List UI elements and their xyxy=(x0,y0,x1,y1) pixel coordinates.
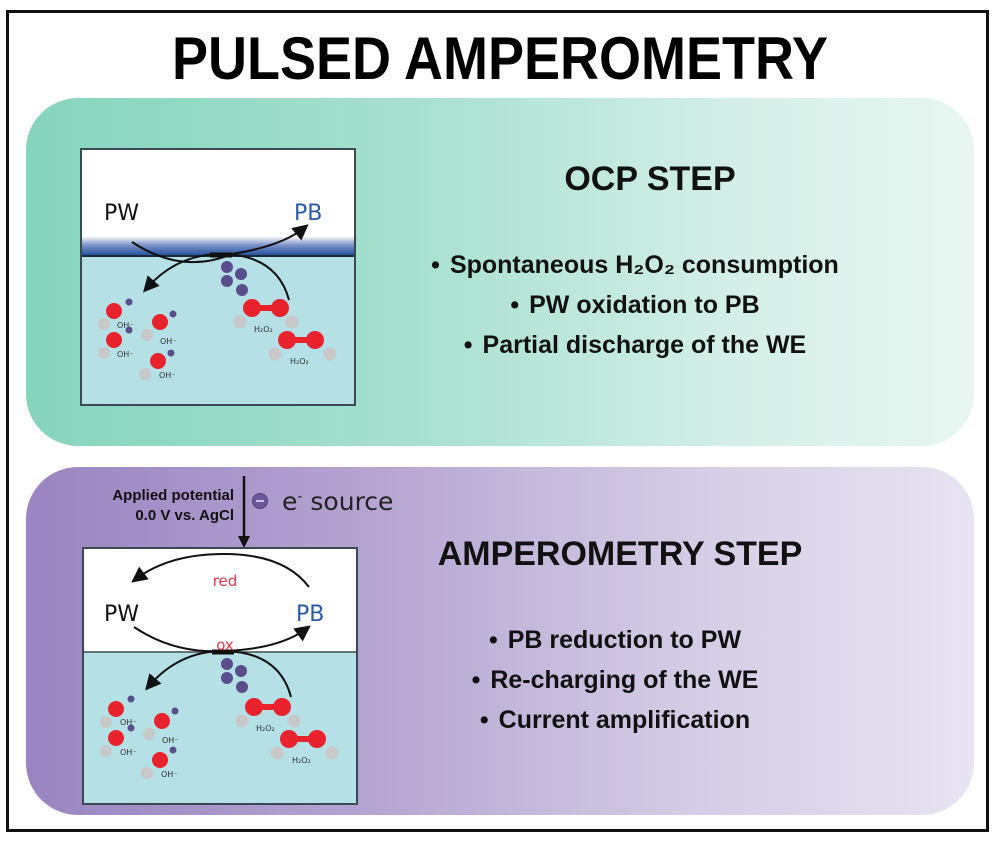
electron-icon xyxy=(236,284,248,296)
electron-icon xyxy=(252,493,268,509)
hydroxide-molecules: OH⁻ OH⁻ OH⁻ OH⁻ xyxy=(100,695,179,779)
svg-text:H₂O₂: H₂O₂ xyxy=(290,357,309,366)
peroxide-molecules: H₂O₂ H₂O₂ xyxy=(235,698,339,765)
hydroxide-molecule-icon: OH⁻ xyxy=(98,326,134,359)
svg-text:OH⁻: OH⁻ xyxy=(160,337,177,346)
hydroxide-molecule-icon: OH⁻ xyxy=(141,746,178,779)
applied-potential-value: 0.0 V vs. AgCl xyxy=(135,507,234,524)
bullet-text: PW oxidation to PB xyxy=(529,291,760,319)
pb-label: PB xyxy=(294,201,322,226)
bullet-text: Partial discharge of the WE xyxy=(482,331,807,359)
ocp-bullet-list: • Spontaneous H₂O₂ consumption • PW oxidat… xyxy=(370,245,900,365)
solution-region xyxy=(82,256,354,404)
ox-label: ox xyxy=(216,636,234,654)
electron-symbol: e xyxy=(282,486,298,516)
svg-text:OH⁻: OH⁻ xyxy=(162,736,179,745)
hydroxide-molecule-icon: OH⁻ xyxy=(100,695,137,728)
pw-label: PW xyxy=(104,201,139,226)
electron-cluster xyxy=(221,658,248,693)
svg-text:OH⁻: OH⁻ xyxy=(161,770,178,779)
bullet-dot: • xyxy=(471,666,481,694)
pb-to-pw-reduction-arrow xyxy=(131,552,310,588)
bullet-text: Spontaneous H₂O₂ consumption xyxy=(449,251,839,279)
electron-icon xyxy=(221,672,233,684)
svg-text:OH⁻: OH⁻ xyxy=(159,371,176,380)
svg-text:OH⁻: OH⁻ xyxy=(117,321,134,330)
peroxide-molecules: H₂O₂ H₂O₂ xyxy=(233,299,337,366)
svg-text:OH⁻: OH⁻ xyxy=(117,350,134,359)
hydroxide-molecule-icon: OH⁻ xyxy=(139,349,176,380)
hydroxide-molecule-icon: OH⁻ xyxy=(100,724,137,757)
h2o2-reduction-arrow xyxy=(143,252,290,301)
ocp-bullet-item: • Partial discharge of the WE xyxy=(370,325,900,365)
bullet-dot: • xyxy=(463,331,473,359)
red-label: red xyxy=(213,572,238,590)
electron-charge: - xyxy=(297,489,303,505)
figure-title: PULSED AMPEROMETRY xyxy=(171,25,829,93)
electron-source-text: source xyxy=(310,486,394,516)
pb-label: PB xyxy=(296,602,324,627)
hydroxide-molecule-icon: OH⁻ xyxy=(98,298,134,330)
h2o2-molecule-icon: H₂O₂ xyxy=(268,331,337,366)
svg-text:H₂O₂: H₂O₂ xyxy=(256,724,275,733)
electron-icon xyxy=(221,261,233,273)
applied-potential-arrow-icon xyxy=(238,476,250,548)
electron-cluster xyxy=(221,261,248,296)
prussian-blue-layer xyxy=(82,236,354,256)
amperometry-bullet-item: • Re-charging of the WE xyxy=(400,660,830,700)
h2o2-molecule-icon: H₂O₂ xyxy=(235,698,301,733)
amp-scheme-svg: red ox PW PB OH⁻ OH⁻ OH⁻ OH⁻ xyxy=(84,549,356,803)
bullet-dot: • xyxy=(479,706,489,734)
svg-text:OH⁻: OH⁻ xyxy=(120,748,137,757)
solution-region xyxy=(84,652,356,803)
ocp-step-title: OCP STEP xyxy=(564,160,736,198)
svg-text:H₂O₂: H₂O₂ xyxy=(254,325,273,334)
bullet-dot: • xyxy=(488,626,498,654)
amperometry-bullet-item: • PB reduction to PW xyxy=(400,620,830,660)
electron-source-legend: e- source xyxy=(252,486,393,516)
hydroxide-molecule-icon: OH⁻ xyxy=(141,310,177,346)
ocp-electrode-scheme: PW PB OH⁻ OH⁻ OH⁻ OH⁻ xyxy=(80,148,356,406)
ocp-scheme-svg: PW PB OH⁻ OH⁻ OH⁻ OH⁻ xyxy=(82,150,354,404)
h2o2-molecule-icon: H₂O₂ xyxy=(233,299,299,334)
electron-icon xyxy=(236,681,248,693)
electron-icon xyxy=(221,658,233,670)
electron-icon xyxy=(221,275,233,287)
bullet-text: Re-charging of the WE xyxy=(490,666,759,694)
ocp-bullet-item: • Spontaneous H₂O₂ consumption xyxy=(370,245,900,285)
hydroxide-molecule-icon: OH⁻ xyxy=(143,707,179,745)
bullet-text: Current amplification xyxy=(498,706,751,734)
ocp-bullet-item: • PW oxidation to PB xyxy=(370,285,900,325)
h2o2-molecule-icon: H₂O₂ xyxy=(270,730,339,765)
applied-potential-label: Applied potential 0.0 V vs. AgCl xyxy=(36,486,234,526)
svg-text:OH⁻: OH⁻ xyxy=(120,718,137,727)
amperometry-step-title: AMPEROMETRY STEP xyxy=(437,535,803,573)
bullet-text: PB reduction to PW xyxy=(507,626,742,654)
h2o2-reduction-arrow xyxy=(145,649,292,698)
electron-icon xyxy=(235,665,247,677)
amperometry-electrode-scheme: red ox PW PB OH⁻ OH⁻ OH⁻ OH⁻ xyxy=(82,547,358,805)
pw-label: PW xyxy=(104,602,139,627)
amperometry-bullet-list: •PB reduction to PW •Re-charging of the … xyxy=(400,620,830,740)
svg-text:H₂O₂: H₂O₂ xyxy=(292,756,311,765)
applied-potential-line: Applied potential xyxy=(112,487,234,504)
electron-icon xyxy=(235,268,247,280)
bullet-dot: • xyxy=(431,251,440,279)
bullet-dot: • xyxy=(510,291,520,319)
hydroxide-molecules: OH⁻ OH⁻ OH⁻ OH⁻ xyxy=(98,298,177,380)
amperometry-bullet-item: • Current amplification xyxy=(400,700,830,740)
